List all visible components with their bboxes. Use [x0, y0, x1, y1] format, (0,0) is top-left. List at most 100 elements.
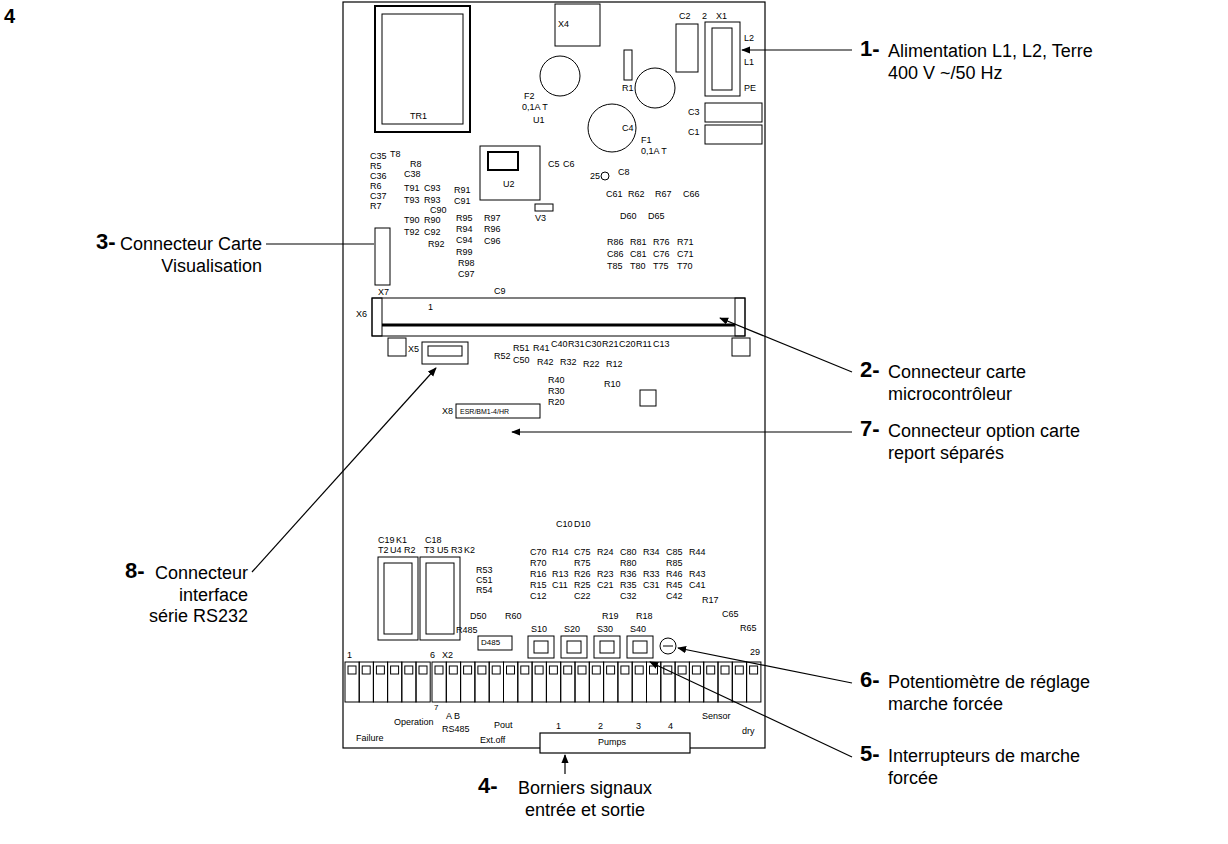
callout-number: 7- [860, 418, 880, 440]
callout-number: 5- [860, 743, 880, 765]
silkscreen-label: S10 [531, 625, 547, 634]
silkscreen-label: R81 [630, 238, 647, 247]
callout-number: 6- [860, 669, 880, 691]
component-outline [378, 557, 418, 640]
silkscreen-label: X4 [558, 20, 569, 29]
callout-text: Connecteur interface série RS232 [136, 563, 248, 628]
component-outline [456, 404, 540, 418]
callout-number: 1- [860, 38, 880, 60]
component-outline [705, 22, 740, 96]
leader-line [252, 368, 436, 572]
silkscreen-label: L1 [744, 58, 754, 67]
silkscreen-label: C50 [513, 356, 530, 365]
component-outline [676, 24, 698, 72]
terminal-block [518, 662, 532, 702]
silkscreen-label: D60 [620, 212, 637, 221]
silkscreen-label: C80 [620, 548, 637, 557]
component-outline [705, 103, 762, 122]
component-outline [660, 638, 676, 654]
terminal-block [650, 666, 658, 674]
silkscreen-label: C20 [619, 340, 636, 349]
silkscreen-label: R1 [622, 84, 634, 93]
component-outline [488, 152, 518, 170]
silkscreen-label: C11 [552, 581, 568, 590]
component-outline [420, 557, 460, 640]
component-outline [382, 324, 735, 327]
terminal-block [535, 666, 543, 674]
pcb-board [343, 2, 765, 753]
callout-text: Connecteur carte microcontrôleur [888, 362, 1068, 405]
silkscreen-label: R43 [689, 570, 706, 579]
silkscreen-label: D485 [481, 639, 500, 647]
terminal-block [621, 666, 629, 674]
component-outline [601, 172, 609, 180]
component-outline [528, 636, 554, 658]
silkscreen-label: C90 [430, 206, 447, 215]
silkscreen-label: R33 [643, 570, 660, 579]
terminal-block [532, 662, 546, 702]
silkscreen-label: D10 [574, 520, 591, 529]
silkscreen-label: R485 [456, 626, 478, 635]
terminal-block [589, 662, 603, 702]
silkscreen-label: R17 [702, 596, 719, 605]
silkscreen-label: R31 [568, 340, 585, 349]
silkscreen-label: C66 [683, 190, 700, 199]
silkscreen-label: R93 [424, 196, 441, 205]
component-outline [624, 50, 632, 80]
callout-text: Connecteur Carte Visualisation [90, 234, 262, 277]
leader-line [564, 755, 565, 774]
silkscreen-label: U4 [390, 546, 402, 555]
silkscreen-label: PE [744, 84, 756, 93]
silkscreen-label: X8 [442, 407, 453, 416]
terminal-block [707, 666, 715, 674]
terminal-block [546, 662, 560, 702]
silkscreen-label: R46 [666, 570, 683, 579]
silkscreen-label: X5 [408, 345, 419, 354]
component-outline [712, 28, 732, 90]
silkscreen-label: R53 [476, 566, 493, 575]
silkscreen-label: C3 [688, 108, 700, 117]
silkscreen-label: C41 [689, 581, 706, 590]
component-outline [422, 342, 468, 364]
silkscreen-label: C96 [484, 237, 501, 246]
silkscreen-label: D50 [470, 612, 487, 621]
terminal-label: A B [446, 712, 460, 721]
silkscreen-label: C70 [530, 548, 547, 557]
terminal-block [618, 662, 632, 702]
silkscreen-label: TR1 [410, 112, 427, 121]
terminal-label: 1 [347, 651, 352, 660]
silkscreen-label: C81 [630, 250, 647, 259]
silkscreen-label: R90 [424, 216, 441, 225]
silkscreen-label: C38 [404, 170, 421, 179]
silkscreen-label: R98 [458, 259, 475, 268]
silkscreen-label: R24 [597, 548, 614, 557]
silkscreen-label: R65 [740, 624, 757, 633]
silkscreen-label: R26 [574, 570, 591, 579]
component-outline [555, 4, 600, 46]
silkscreen-label: R6 [370, 182, 382, 191]
terminal-label: 6 [430, 651, 435, 660]
silkscreen-label: S30 [597, 625, 613, 634]
callout-number: 3- [96, 231, 116, 253]
terminal-block [575, 662, 589, 702]
silkscreen-label: C30 [585, 340, 602, 349]
component-outline [478, 636, 512, 650]
component-outline [535, 204, 553, 211]
silkscreen-label: C35 [370, 152, 387, 161]
silkscreen-label: F1 [641, 136, 652, 145]
leader-line [650, 662, 852, 757]
terminal-label: Pout [494, 721, 513, 730]
figure-number: 4 [4, 6, 15, 26]
silkscreen-label: X6 [356, 310, 367, 319]
terminal-block [675, 662, 689, 702]
terminal-block [578, 666, 586, 674]
silkscreen-label: F2 [524, 92, 535, 101]
silkscreen-label: R21 [602, 340, 619, 349]
component-outline [372, 4, 762, 658]
silkscreen-label: X7 [378, 288, 389, 297]
terminal-block [504, 662, 518, 702]
terminal-block [732, 662, 746, 702]
pcb-board [343, 2, 765, 748]
terminal-label: Sensor [702, 712, 731, 721]
